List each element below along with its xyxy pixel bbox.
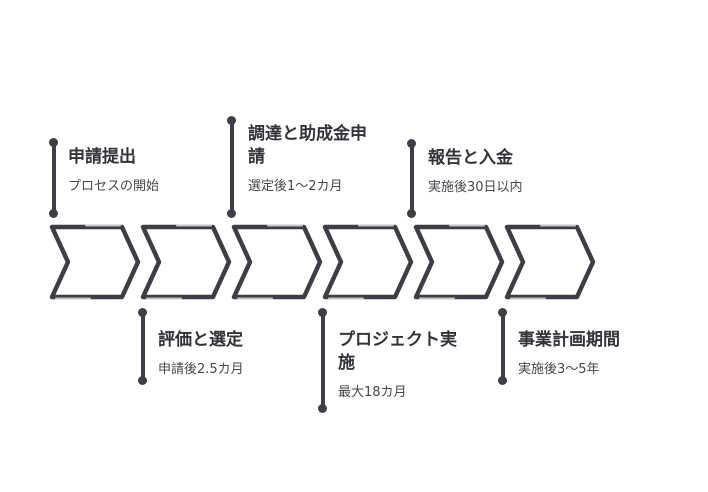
connector-dot-top xyxy=(407,138,417,148)
connector-dot-bottom xyxy=(138,375,148,385)
connector-dot-top xyxy=(498,307,508,317)
connector-dot-bottom xyxy=(49,208,59,218)
connector-dot-top xyxy=(318,307,328,317)
chevron-step-3 xyxy=(231,224,323,300)
step-subtitle: 申請後2.5カ月 xyxy=(158,362,244,377)
chevron-step-4 xyxy=(322,224,414,300)
step-title: 報告と入金 xyxy=(428,148,513,168)
step-label-2: 評価と選定 申請後2.5カ月 xyxy=(158,329,244,377)
connector-line-step-2 xyxy=(138,307,148,385)
connector-line-step-4 xyxy=(318,307,328,413)
connector-dot-bottom xyxy=(407,208,417,218)
step-title: 調達と助成金申請 xyxy=(248,124,367,167)
step-label-4: プロジェクト実施 最大18カ月 xyxy=(338,329,468,400)
connector-line-step-6 xyxy=(498,307,508,385)
step-title: 評価と選定 xyxy=(158,330,243,350)
connector-line-step-1 xyxy=(49,137,59,218)
connector-dot-top xyxy=(227,115,237,125)
step-subtitle: 最大18カ月 xyxy=(338,385,407,400)
step-label-3: 調達と助成金申請 選定後1〜2カ月 xyxy=(248,123,376,194)
connector-dot-top xyxy=(49,137,59,147)
connector-dot-bottom xyxy=(498,375,508,385)
step-label-6: 事業計画期間 実施後3〜5年 xyxy=(518,329,620,377)
connector-dot-top xyxy=(138,307,148,317)
step-label-1: 申請提出 プロセスの開始 xyxy=(68,146,159,194)
step-label-5: 報告と入金 実施後30日以内 xyxy=(428,147,523,195)
step-title: 申請提出 xyxy=(68,147,136,167)
step-subtitle: 実施後3〜5年 xyxy=(518,362,600,377)
connector-line-step-5 xyxy=(407,138,417,218)
chevron-step-1 xyxy=(49,224,141,300)
sketch-accents xyxy=(55,224,576,300)
connector-dot-bottom xyxy=(227,208,237,218)
step-title: プロジェクト実施 xyxy=(338,330,457,373)
chevron-step-2 xyxy=(140,224,232,300)
connector-line-step-3 xyxy=(227,115,237,218)
step-subtitle: 選定後1〜2カ月 xyxy=(248,179,343,194)
chevron-step-5 xyxy=(413,224,505,300)
step-title: 事業計画期間 xyxy=(518,330,620,350)
step-subtitle: 実施後30日以内 xyxy=(428,180,523,195)
connector-dot-bottom xyxy=(318,403,328,413)
chevron-step-6 xyxy=(504,224,596,300)
step-subtitle: プロセスの開始 xyxy=(68,179,160,194)
chevron-arrow-band xyxy=(49,224,596,300)
